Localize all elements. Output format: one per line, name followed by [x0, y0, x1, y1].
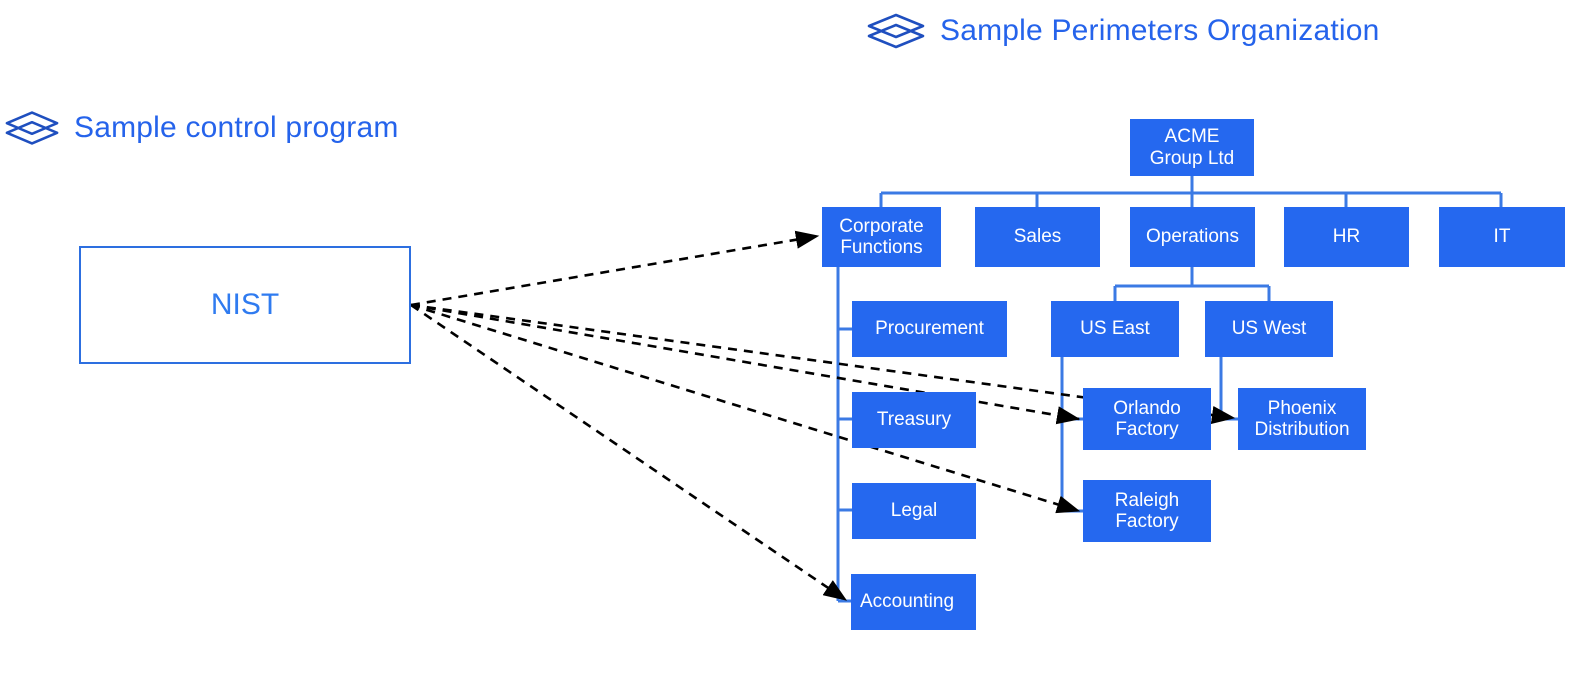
node-accounting[interactable]: Accounting: [851, 574, 976, 630]
node-acme-group-ltd[interactable]: ACME Group Ltd: [1130, 119, 1254, 176]
node-raleigh-factory[interactable]: Raleigh Factory: [1083, 480, 1211, 542]
node-hr[interactable]: HR: [1284, 207, 1409, 267]
node-us-west[interactable]: US West: [1205, 301, 1333, 357]
node-nist[interactable]: NIST: [79, 246, 411, 364]
node-procurement[interactable]: Procurement: [852, 301, 1007, 357]
mapping-edge-nist-accounting: [410, 303, 848, 602]
mapping-edge-nist-corporate-functions: [410, 230, 820, 307]
section-header-perimeters-org: Sample Perimeters Organization: [866, 11, 1380, 51]
node-treasury[interactable]: Treasury: [852, 392, 976, 448]
node-corporate-functions[interactable]: Corporate Functions: [822, 207, 941, 267]
node-orlando-factory[interactable]: Orlando Factory: [1083, 388, 1211, 450]
layers-icon: [5, 111, 59, 145]
section-header-control-program: Sample control program: [4, 108, 399, 148]
section-header-label: Sample control program: [74, 111, 399, 144]
node-legal[interactable]: Legal: [852, 483, 976, 539]
node-it[interactable]: IT: [1439, 207, 1565, 267]
node-sales[interactable]: Sales: [975, 207, 1100, 267]
section-header-label: Sample Perimeters Organization: [940, 14, 1380, 47]
node-phoenix-distribution[interactable]: Phoenix Distribution: [1238, 388, 1366, 450]
node-operations[interactable]: Operations: [1130, 207, 1255, 267]
layers-icon: [867, 13, 925, 49]
node-us-east[interactable]: US East: [1051, 301, 1179, 357]
